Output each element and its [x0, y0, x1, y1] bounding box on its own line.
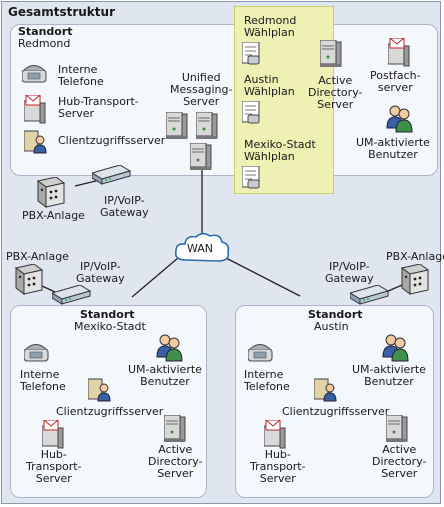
mexico-phone-icon — [24, 344, 49, 362]
dial-plan-mexico-icon — [242, 166, 260, 189]
redmond-active-directory-label: Active Directory- Server — [308, 74, 363, 111]
redmond-site-name: Redmond — [18, 37, 71, 50]
um-server-icon-2 — [196, 112, 218, 140]
austin-pbx-icon — [401, 264, 429, 295]
austin-gateway-label: IP/VoIP- Gateway — [325, 260, 374, 285]
mexico-pbx-icon — [15, 264, 43, 295]
austin-client-access-icon — [314, 378, 337, 402]
redmond-mailbox-icon — [388, 38, 410, 67]
redmond-active-directory-icon — [320, 40, 342, 68]
wan-label: WAN — [187, 242, 214, 255]
redmond-hub-transport-icon — [24, 95, 46, 124]
dial-plan-mexico-label: Mexiko-Stadt Wählplan — [244, 138, 316, 163]
austin-phones-label: Interne Telefone — [244, 368, 290, 393]
austin-pbx-label: PBX-Anlage — [386, 250, 444, 263]
austin-hub-transport-label: Hub- Transport- Server — [250, 448, 306, 485]
mexico-active-directory-icon — [164, 415, 186, 443]
mexico-active-directory-label: Active Directory- Server — [148, 443, 203, 480]
mexico-site-label: Standort — [80, 308, 135, 321]
redmond-um-server-label: Unified Messaging- Server — [170, 71, 233, 108]
austin-active-directory-label: Active Directory- Server — [372, 443, 427, 480]
redmond-pbx-icon — [37, 177, 65, 208]
austin-um-users-label: UM-aktivierte Benutzer — [352, 363, 426, 388]
dial-plan-austin-label: Austin Wählplan — [244, 73, 295, 98]
austin-site-name: Austin — [314, 320, 349, 333]
mexico-hub-transport-icon — [42, 420, 64, 449]
redmond-um-users-icon — [386, 105, 413, 133]
redmond-mailbox-label: Postfach- server — [370, 69, 421, 94]
site-austin-box — [235, 305, 434, 498]
redmond-client-access-icon — [24, 130, 47, 154]
redmond-phones-label: Interne Telefone — [58, 63, 104, 88]
site-redmond-box — [10, 24, 438, 176]
mexico-client-access-label: Clientzugriffsserver — [56, 405, 164, 418]
mexico-site-name: Mexiko-Stadt — [74, 320, 146, 333]
um-server-icon-1 — [166, 112, 188, 140]
redmond-site-label: Standort — [18, 25, 73, 38]
austin-um-users-icon — [382, 334, 409, 362]
austin-hub-transport-icon — [264, 420, 286, 449]
mexico-um-users-label: UM-aktivierte Benutzer — [128, 363, 202, 388]
redmond-gateway-icon — [92, 165, 131, 185]
mexico-client-access-icon — [88, 378, 111, 402]
forest-title: Gesamtstruktur — [8, 5, 115, 19]
redmond-pbx-label: PBX-Anlage — [22, 209, 85, 222]
redmond-hub-transport-label: Hub-Transport- Server — [58, 95, 139, 120]
redmond-um-users-label: UM-aktivierte Benutzer — [356, 136, 430, 161]
mexico-pbx-label: PBX-Anlage — [6, 250, 69, 263]
mexico-phones-label: Interne Telefone — [20, 368, 66, 393]
austin-gateway-icon — [350, 285, 389, 305]
dial-plan-box — [234, 6, 334, 194]
dial-plan-redmond-label: Redmond Wählplan — [244, 14, 297, 39]
austin-phone-icon — [248, 344, 273, 362]
austin-client-access-label: Clientzugriffsserver — [282, 405, 390, 418]
mexico-um-users-icon — [156, 334, 183, 362]
mexico-hub-transport-label: Hub- Transport- Server — [26, 448, 82, 485]
site-mexico-box — [10, 305, 207, 498]
mexico-gateway-icon — [52, 285, 91, 305]
um-server-icon-3 — [190, 143, 212, 171]
dial-plan-redmond-icon — [242, 42, 260, 65]
wan-cloud-icon — [174, 232, 230, 262]
austin-active-directory-icon — [386, 415, 408, 443]
mexico-gateway-label: IP/VoIP- Gateway — [76, 260, 125, 285]
redmond-client-access-label: Clientzugriffsserver — [58, 134, 166, 147]
austin-site-label: Standort — [308, 308, 363, 321]
redmond-phone-icon — [22, 65, 47, 83]
dial-plan-austin-icon — [242, 101, 260, 124]
redmond-gateway-label: IP/VoIP- Gateway — [100, 194, 149, 219]
